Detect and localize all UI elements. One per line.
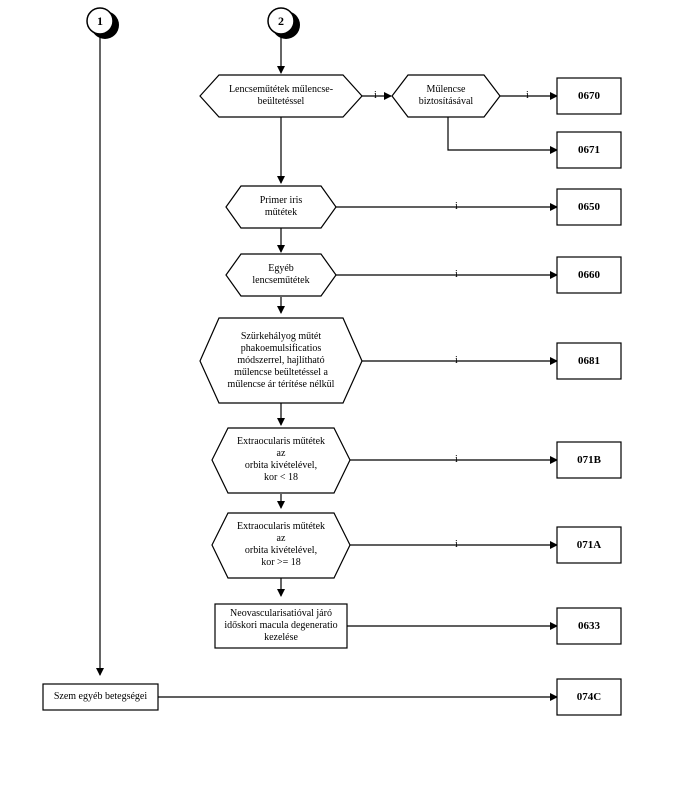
process-neovasc-text: Neovascularisatióval járó időskori macul… bbox=[224, 608, 338, 643]
decision-iris bbox=[225, 185, 337, 229]
decision-other-lens bbox=[225, 253, 337, 297]
connector-2-label: 2 bbox=[278, 13, 284, 28]
decision-lens-insurance bbox=[391, 74, 501, 118]
decision-lens-implant-text: Lencseműtétek műlencse- beültetéssel bbox=[228, 84, 334, 107]
arrow-insurance-to-0671 bbox=[447, 117, 558, 154]
code-box-0633 bbox=[556, 607, 622, 645]
decision-extraocular-under18-text: Extraocularis műtétek az orbita kivételé… bbox=[236, 436, 326, 483]
decision-phaco bbox=[199, 317, 363, 404]
code-0670: 0670 bbox=[578, 90, 600, 102]
decision-extraocular-under18 bbox=[211, 427, 351, 494]
decision-extraocular-over18 bbox=[211, 512, 351, 579]
decision-iris-text: Primer iris műtétek bbox=[259, 195, 303, 218]
code-box-071B bbox=[556, 441, 622, 479]
connector-1 bbox=[86, 7, 119, 39]
yes-label: i bbox=[455, 269, 458, 280]
process-neovasc bbox=[214, 603, 348, 649]
code-box-0670 bbox=[556, 77, 622, 115]
yes-label: i bbox=[455, 201, 458, 212]
code-071A: 071A bbox=[576, 539, 602, 551]
decision-phaco-text: Szürkehályog műtét phakoemulsificatios m… bbox=[227, 331, 335, 390]
code-0633: 0633 bbox=[578, 620, 600, 632]
process-other-eye-text: Szem egyéb betegségei bbox=[53, 691, 148, 702]
code-box-0660 bbox=[556, 256, 622, 294]
yes-label: i bbox=[374, 90, 377, 101]
code-box-0681 bbox=[556, 342, 622, 380]
yes-label: i bbox=[455, 355, 458, 366]
decision-lens-implant bbox=[199, 74, 363, 118]
decision-other-lens-text: Egyéb lencseműtétek bbox=[252, 263, 310, 286]
code-box-0671 bbox=[556, 131, 622, 169]
yes-label: i bbox=[526, 90, 529, 101]
decision-extraocular-over18-text: Extraocularis műtétek az orbita kivételé… bbox=[236, 521, 326, 568]
process-other-eye bbox=[42, 683, 159, 711]
code-0681: 0681 bbox=[578, 355, 600, 367]
yes-label: i bbox=[455, 454, 458, 465]
flow-lines bbox=[96, 35, 558, 701]
code-box-071A bbox=[556, 526, 622, 564]
code-074C: 074C bbox=[576, 691, 602, 703]
decision-lens-insurance-text: Műlencse biztosításával bbox=[418, 84, 474, 107]
code-box-0650 bbox=[556, 188, 622, 226]
code-box-074C bbox=[556, 678, 622, 716]
code-0650: 0650 bbox=[578, 201, 600, 213]
code-0660: 0660 bbox=[578, 269, 600, 281]
code-071B: 071B bbox=[577, 454, 601, 466]
connector-2 bbox=[267, 7, 300, 39]
yes-label: i bbox=[455, 539, 458, 550]
connector-1-label: 1 bbox=[97, 13, 103, 28]
code-0671: 0671 bbox=[578, 144, 600, 156]
